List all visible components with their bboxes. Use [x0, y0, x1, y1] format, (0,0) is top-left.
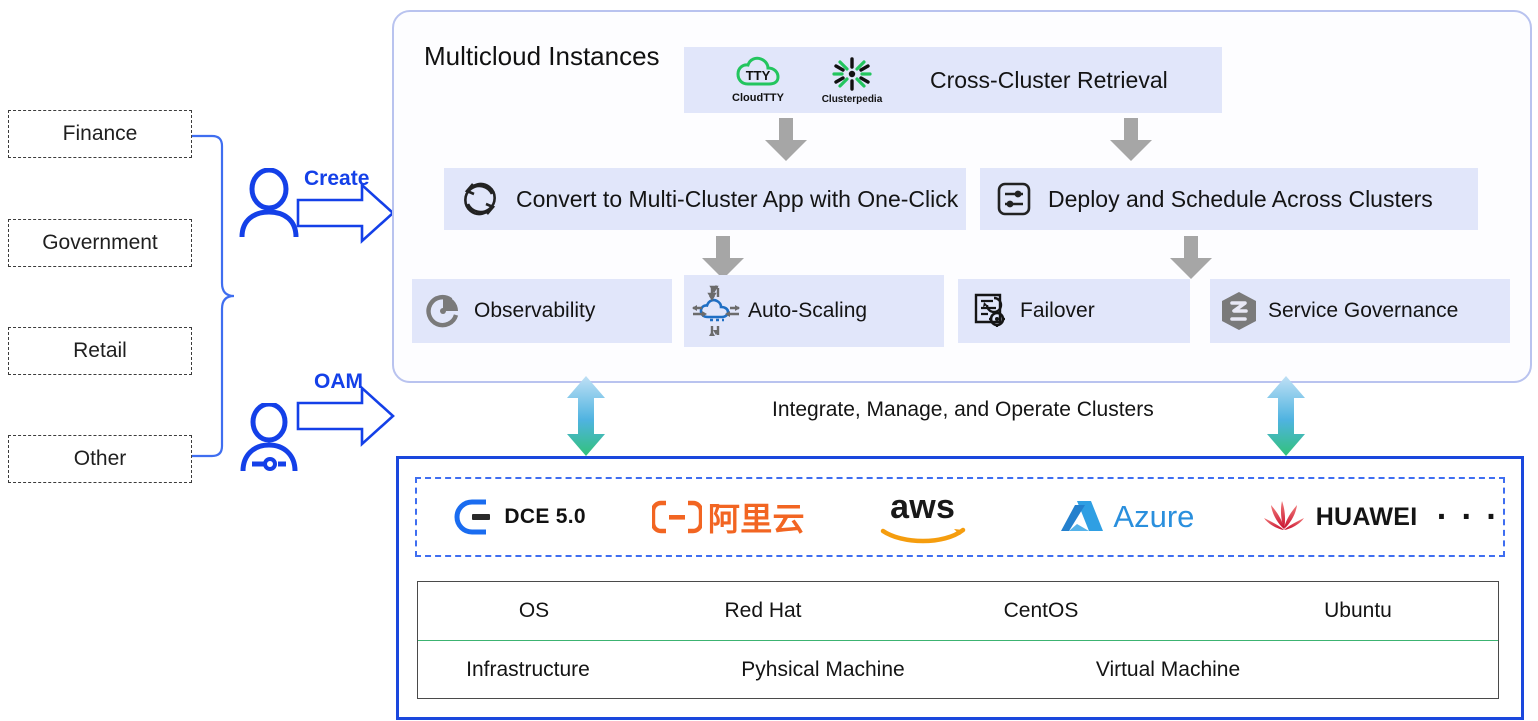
cross-cluster-retrieval-label: Cross-Cluster Retrieval: [930, 66, 1168, 93]
oam-arrow-icon: [296, 385, 395, 447]
cloud-provider-azure[interactable]: Azure: [1010, 479, 1244, 555]
dce-logo-icon: [454, 499, 491, 535]
industry-label: Government: [42, 231, 158, 254]
flow-arrow-down-icon: [1170, 236, 1212, 279]
industry-box-retail[interactable]: Retail: [8, 327, 192, 375]
dce-label: DCE 5.0: [504, 505, 586, 528]
convert-multicluster-label: Convert to Multi-Cluster App with One-Cl…: [516, 185, 959, 212]
industry-box-government[interactable]: Government: [8, 219, 192, 267]
infra-cell-virtual: Virtual Machine: [1095, 658, 1241, 681]
observability-box[interactable]: Observability: [412, 279, 672, 343]
industry-label: Other: [73, 447, 127, 470]
user-person-icon: [239, 168, 299, 238]
os-row-header: OS: [518, 599, 550, 622]
industry-label: Finance: [62, 122, 138, 145]
cloud-provider-dce[interactable]: DCE 5.0: [417, 479, 621, 555]
user-wrench-icon: [240, 403, 298, 472]
double-headed-vertical-arrow-icon: [567, 376, 605, 456]
cloud-provider-alibaba[interactable]: 阿里云: [621, 479, 835, 555]
azure-label: Azure: [1113, 499, 1195, 534]
cloud-provider-more[interactable]: · · ·: [1433, 479, 1503, 555]
hexagon-governance-icon: [1210, 290, 1268, 332]
service-governance-label: Service Governance: [1268, 299, 1459, 322]
infra-cell-physical: Pyhsical Machine: [741, 658, 905, 681]
convert-multicluster-box[interactable]: Convert to Multi-Cluster App with One-Cl…: [444, 168, 966, 230]
page-title: Multicloud Instances: [424, 41, 660, 71]
industry-box-finance[interactable]: Finance: [8, 110, 192, 158]
create-flow-label: Create: [304, 167, 370, 190]
integration-label: Integrate, Manage, and Operate Clusters: [772, 398, 1154, 421]
pie-chart-icon: [412, 293, 474, 329]
failover-box[interactable]: Failover: [958, 279, 1190, 343]
cloud-provider-aws[interactable]: aws: [835, 479, 1009, 555]
cross-cluster-retrieval-box[interactable]: TTY CloudTTY Clusterpedia Cross-Cluster …: [684, 47, 1222, 113]
grouping-brace: [192, 134, 235, 458]
deploy-schedule-box[interactable]: Deploy and Schedule Across Clusters: [980, 168, 1478, 230]
os-cell-ubuntu: Ubuntu: [1324, 599, 1392, 622]
infrastructure-row-header: Infrastructure: [466, 658, 590, 681]
cloudtty-label: CloudTTY: [732, 92, 784, 104]
auto-scaling-label: Auto-Scaling: [748, 299, 868, 322]
failover-label: Failover: [1020, 299, 1095, 322]
os-cell-centos: CentOS: [1003, 599, 1079, 622]
aws-smile-icon: [880, 527, 965, 543]
clusterpedia-logo-icon: Clusterpedia: [804, 56, 900, 105]
sliders-settings-icon: [980, 181, 1048, 217]
industry-box-other[interactable]: Other: [8, 435, 192, 483]
aws-label: aws: [890, 487, 956, 526]
cloud-provider-huawei[interactable]: HUAWEI: [1244, 479, 1433, 555]
document-gear-undo-icon: [958, 292, 1020, 330]
azure-logo-icon: [1061, 501, 1104, 531]
cloud-providers-row: DCE 5.0 阿里云 aws Azure: [415, 477, 1505, 557]
os-cell-redhat: Red Hat: [724, 599, 802, 622]
cloudtty-logo-icon: TTY CloudTTY: [712, 56, 804, 104]
create-arrow-icon: [296, 182, 395, 244]
observability-label: Observability: [474, 299, 596, 322]
service-governance-box[interactable]: Service Governance: [1210, 279, 1510, 343]
huawei-label: HUAWEI: [1315, 502, 1418, 531]
svg-text:TTY: TTY: [746, 68, 771, 83]
infrastructure-panel: DCE 5.0 阿里云 aws Azure: [396, 456, 1524, 720]
flow-arrow-down-icon: [1110, 118, 1152, 161]
ellipsis-icon: · · ·: [1436, 497, 1500, 536]
cloud-scale-arrows-icon: [684, 285, 748, 337]
os-infrastructure-table: OS Red Hat CentOS Ubuntu Infrastructure …: [417, 581, 1499, 699]
huawei-logo-icon: [1263, 501, 1304, 530]
flow-arrow-down-icon: [765, 118, 807, 161]
flow-arrow-down-icon: [702, 236, 744, 279]
alibaba-cloud-logo-icon: [651, 500, 702, 534]
deploy-schedule-label: Deploy and Schedule Across Clusters: [1048, 185, 1433, 212]
table-row: Infrastructure Pyhsical Machine Virtual …: [418, 641, 1498, 699]
auto-scaling-box[interactable]: Auto-Scaling: [684, 275, 944, 347]
clusterpedia-label: Clusterpedia: [821, 93, 883, 105]
double-headed-vertical-arrow-icon: [1267, 376, 1305, 456]
industry-label: Retail: [73, 339, 127, 362]
sync-refresh-icon: [444, 180, 516, 218]
alibaba-label: 阿里云: [707, 501, 805, 537]
table-row: OS Red Hat CentOS Ubuntu: [418, 582, 1498, 641]
oam-flow-label: OAM: [314, 370, 363, 393]
